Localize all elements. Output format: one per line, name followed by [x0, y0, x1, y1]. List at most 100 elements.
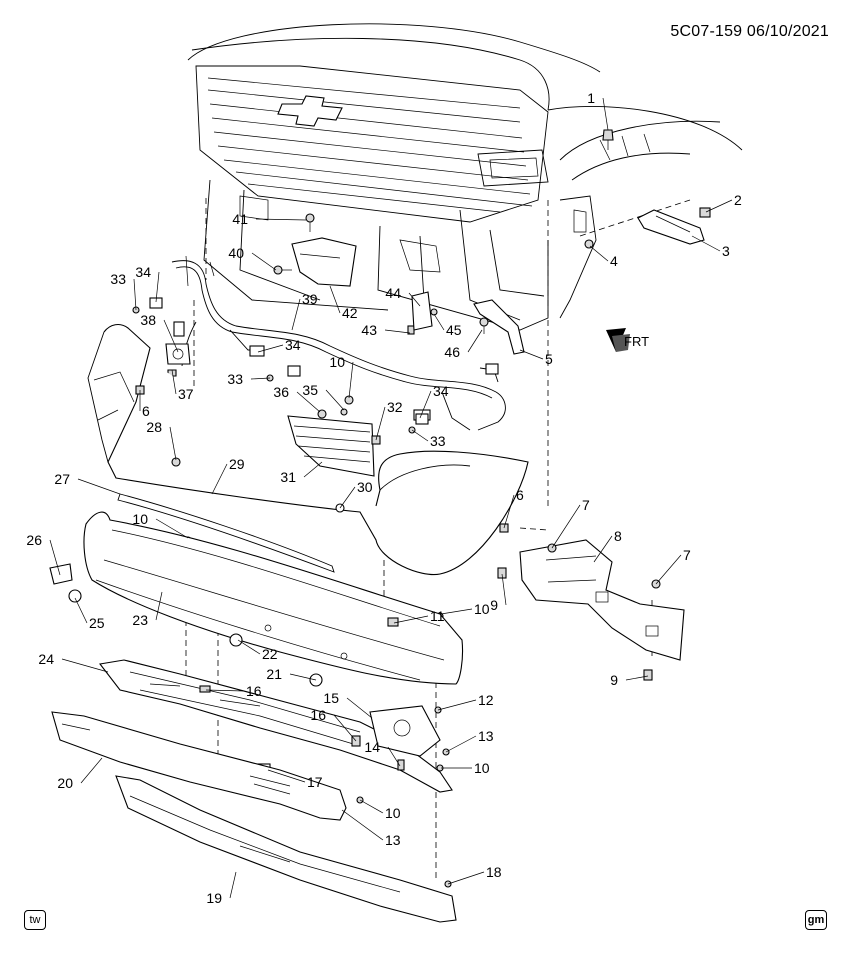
callout-number: 22 — [262, 646, 278, 662]
callout-number: 16 — [246, 683, 262, 699]
callout-leader — [255, 218, 307, 221]
callout-leader — [341, 809, 384, 841]
callout-c3: 3 — [691, 235, 730, 259]
part-42-bracket — [291, 237, 357, 287]
callout-leader — [339, 486, 356, 509]
callout-c7b: 7 — [655, 547, 691, 585]
callout-leader — [77, 478, 121, 495]
callout-number: 6 — [142, 403, 150, 419]
frt-label: FRT — [624, 334, 649, 349]
callout-c33c: 33 — [411, 429, 446, 449]
callout-leader — [155, 271, 160, 303]
callout-leader — [61, 658, 109, 673]
callout-c13a: 13 — [445, 728, 494, 753]
callout-c18: 18 — [447, 864, 502, 885]
part-15-fog-lamp — [369, 705, 441, 757]
callout-number: 46 — [444, 344, 460, 360]
callout-c1: 1 — [587, 90, 609, 131]
callout-leader — [589, 245, 609, 262]
callout-number: 13 — [478, 728, 494, 744]
part-19-skid-plate — [115, 775, 457, 923]
callout-c36: 36 — [273, 384, 321, 413]
callout-leader — [384, 329, 411, 334]
callout-leader — [229, 871, 237, 899]
part-40-bolt — [273, 265, 292, 275]
tw-badge: tw — [24, 910, 46, 930]
callout-leader — [419, 390, 432, 419]
callout-c34c: 34 — [419, 383, 449, 419]
callout-leader — [155, 518, 189, 539]
frt-orientation-arrow: FRT — [606, 328, 649, 352]
callout-c11: 11 — [393, 608, 445, 624]
part-1-bolt — [602, 129, 614, 150]
callout-leader — [393, 615, 429, 624]
callout-c40: 40 — [228, 245, 277, 271]
callout-c27: 27 — [54, 471, 121, 495]
part-3-bracket — [637, 209, 705, 245]
part-31-grille-insert — [287, 415, 375, 477]
callout-leader — [433, 313, 445, 331]
callout-number: 44 — [385, 285, 401, 301]
callout-number: 28 — [146, 419, 162, 435]
diagram-code: 5C07-159 06/10/2021 — [670, 23, 829, 40]
callout-number: 32 — [387, 399, 403, 415]
callout-number: 25 — [89, 615, 105, 631]
part-20-air-deflector — [51, 711, 347, 821]
callout-number: 37 — [178, 386, 194, 402]
callout-leader — [359, 799, 384, 814]
callout-c13b: 13 — [341, 809, 401, 848]
callout-leader — [445, 735, 477, 753]
callout-leader — [437, 699, 477, 711]
callout-c41: 41 — [232, 211, 307, 227]
callout-number: 3 — [722, 243, 730, 259]
callout-leader — [333, 714, 357, 742]
callout-number: 10 — [385, 805, 401, 821]
callout-c21: 21 — [266, 666, 317, 682]
callout-number: 15 — [323, 690, 339, 706]
callout-c10e: 10 — [359, 799, 401, 821]
callout-number: 8 — [614, 528, 622, 544]
callout-leader — [447, 871, 485, 885]
callout-number: 10 — [132, 511, 148, 527]
callout-number: 35 — [302, 382, 318, 398]
callout-c10a: 10 — [329, 354, 354, 399]
callout-leader — [346, 697, 373, 719]
callout-leader — [291, 298, 301, 331]
callout-leader — [325, 389, 345, 411]
callout-leader — [375, 406, 386, 441]
callout-c35: 35 — [302, 382, 345, 411]
callout-number: 7 — [683, 547, 691, 563]
callout-leader — [705, 199, 733, 213]
callout-c16b: 16 — [310, 707, 357, 742]
callout-leader — [133, 278, 137, 311]
callout-leader — [171, 369, 177, 395]
vehicle-front-end — [187, 23, 743, 331]
callout-leader — [501, 573, 507, 606]
callout-leader — [169, 426, 177, 461]
callout-leader — [691, 235, 721, 252]
callout-number: 29 — [229, 456, 245, 472]
callout-leader — [250, 377, 271, 380]
callout-number: 6 — [516, 487, 524, 503]
callout-c10c: 10 — [440, 601, 490, 617]
callout-c20: 20 — [57, 757, 103, 791]
callout-number: 1 — [587, 90, 595, 106]
callout-c19: 19 — [206, 871, 237, 906]
callout-c5: 5 — [519, 349, 553, 367]
callout-number: 11 — [430, 608, 445, 624]
callout-c6b: 6 — [503, 487, 524, 529]
callout-number: 43 — [361, 322, 377, 338]
callout-c42: 42 — [329, 285, 358, 321]
part-26-bracket — [49, 563, 73, 585]
callout-c33b: 33 — [227, 371, 271, 387]
callout-c2: 2 — [705, 192, 742, 213]
callout-c9a: 9 — [490, 573, 507, 613]
part-4-retainer — [584, 239, 594, 249]
callout-number: 20 — [57, 775, 73, 791]
callout-leader — [237, 639, 261, 655]
callout-leader — [602, 97, 609, 131]
callout-number: 4 — [610, 253, 618, 269]
callout-c15: 15 — [323, 690, 373, 719]
callout-number: 13 — [385, 832, 401, 848]
